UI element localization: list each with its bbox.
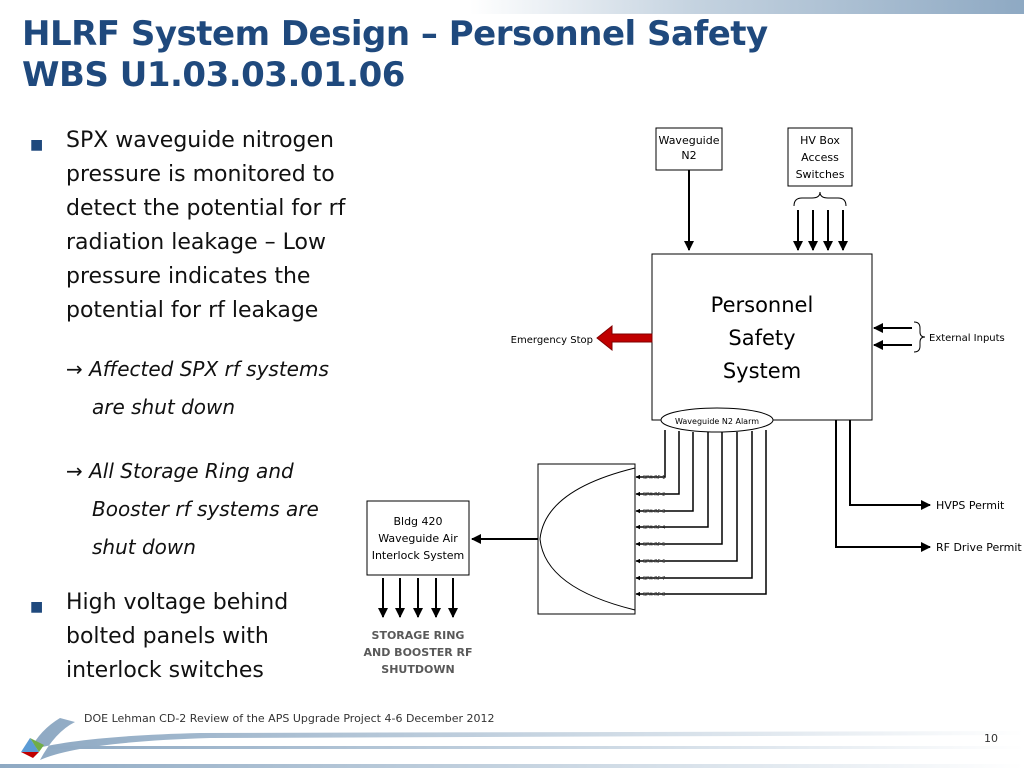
waveguide-n2-label: Waveguide — [659, 134, 720, 147]
bldg420-label: Interlock System — [372, 549, 465, 562]
emergency-stop-arrow — [596, 324, 653, 352]
bullet-text-line: radiation leakage – Low — [66, 230, 326, 255]
sub-point-line: shut down — [92, 535, 196, 559]
waveguide-n2-box: Waveguide N2 — [655, 127, 723, 171]
spx-rf-label: SPX RF 6 — [643, 559, 665, 565]
sub-point-line: Booster rf systems are — [92, 497, 319, 521]
external-inputs-label: External Inputs — [929, 333, 1005, 344]
bullet-text-line: pressure indicates the — [66, 264, 311, 289]
sub-point-line: are shut down — [92, 395, 236, 419]
bullet-square-icon: ■ — [30, 137, 44, 153]
pss-label: Personnel — [711, 293, 814, 317]
spx-rf-label: SPX RF 3 — [643, 509, 665, 515]
rf-drive-permit-arrow — [835, 420, 931, 552]
spx-rf-label: SPX RF 1 — [643, 475, 665, 481]
shutdown-label: STORAGE RING AND BOOSTER RF SHUTDOWN — [364, 629, 473, 676]
pss-label: System — [723, 359, 801, 383]
shutdown-label-line: AND BOOSTER RF — [364, 646, 473, 659]
shutdown-label-line: STORAGE RING — [372, 629, 465, 642]
emergency-stop-label: Emergency Stop — [511, 335, 593, 346]
spx-rf-label: SPX RF 5 — [643, 542, 665, 548]
hv-box-access-switches: HV Box Access Switches — [787, 127, 853, 187]
bldg420-label: Bldg 420 — [393, 515, 442, 528]
hv-box-label: HV Box — [800, 134, 840, 147]
bullet-list: ■ SPX waveguide nitrogen pressure is mon… — [30, 124, 370, 688]
bullet-text-line: bolted panels with — [66, 624, 269, 649]
shutdown-label-line: SHUTDOWN — [381, 663, 454, 676]
bullet-text-line: High voltage behind — [66, 590, 289, 615]
waveguide-n2-label: N2 — [681, 149, 696, 162]
hvps-permit-label: HVPS Permit — [936, 499, 1005, 512]
sub-point-line: → Affected SPX rf systems — [66, 357, 329, 381]
bullet-item: ■ SPX waveguide nitrogen pressure is mon… — [30, 124, 370, 328]
argonne-logo-icon — [21, 738, 44, 758]
shutdown-arrows — [378, 578, 458, 618]
bullet-text-line: pressure is monitored to — [66, 162, 335, 187]
rf-drive-permit-label: RF Drive Permit — [936, 541, 1022, 554]
hv-box-label: Access — [801, 151, 839, 164]
bullet-text-line: potential for rf leakage — [66, 298, 319, 323]
bullet-text-line: interlock switches — [66, 658, 264, 683]
or-gate — [537, 463, 636, 615]
bullet-item: ■ High voltage behind bolted panels with… — [30, 586, 370, 688]
sub-point: → All Storage Ring and Booster rf system… — [30, 452, 370, 566]
slide-title: HLRF System Design – Personnel Safety WB… — [22, 14, 768, 96]
spx-rf-lines — [635, 430, 767, 597]
footer-swoosh — [0, 718, 1024, 768]
external-inputs-brace — [913, 321, 926, 353]
safety-block-diagram: Waveguide N2 HV Box Access Switches Pers… — [364, 127, 1022, 676]
bldg420-label: Waveguide Air — [378, 532, 458, 545]
hvps-permit-arrow — [849, 420, 931, 510]
spx-rf-label: SPX RF 2 — [643, 492, 665, 498]
hv-box-label: Switches — [796, 168, 845, 181]
personnel-safety-system-box: Personnel Safety System — [651, 253, 873, 421]
bullet-text-line: detect the potential for rf — [66, 196, 346, 221]
bullet-square-icon: ■ — [30, 599, 44, 615]
spx-rf-label: SPX RF 8 — [643, 592, 665, 598]
hv-box-brace — [793, 191, 847, 207]
footer-text: DOE Lehman CD-2 Review of the APS Upgrad… — [84, 712, 495, 725]
title-line-1: HLRF System Design – Personnel Safety — [22, 14, 768, 54]
waveguide-n2-alarm-ellipse — [660, 407, 774, 433]
page-number: 10 — [984, 732, 998, 745]
spx-rf-labels: SPX RF 1 SPX RF 2 SPX RF 3 SPX RF 4 SPX … — [643, 475, 665, 598]
pss-label: Safety — [728, 326, 795, 350]
sub-point-line: → All Storage Ring and — [66, 459, 294, 483]
spx-rf-label: SPX RF 4 — [643, 525, 665, 531]
bldg-420-interlock-box: Bldg 420 Waveguide Air Interlock System — [366, 500, 470, 576]
spx-rf-label: SPX RF 7 — [643, 576, 665, 582]
bullet-text-line: SPX waveguide nitrogen — [66, 128, 334, 153]
waveguide-n2-alarm-label: Waveguide N2 Alarm — [675, 417, 759, 426]
sub-point: → Affected SPX rf systems are shut down — [30, 350, 370, 426]
header-accent-bar — [470, 0, 1024, 14]
title-line-2: WBS U1.03.03.01.06 — [22, 55, 405, 95]
